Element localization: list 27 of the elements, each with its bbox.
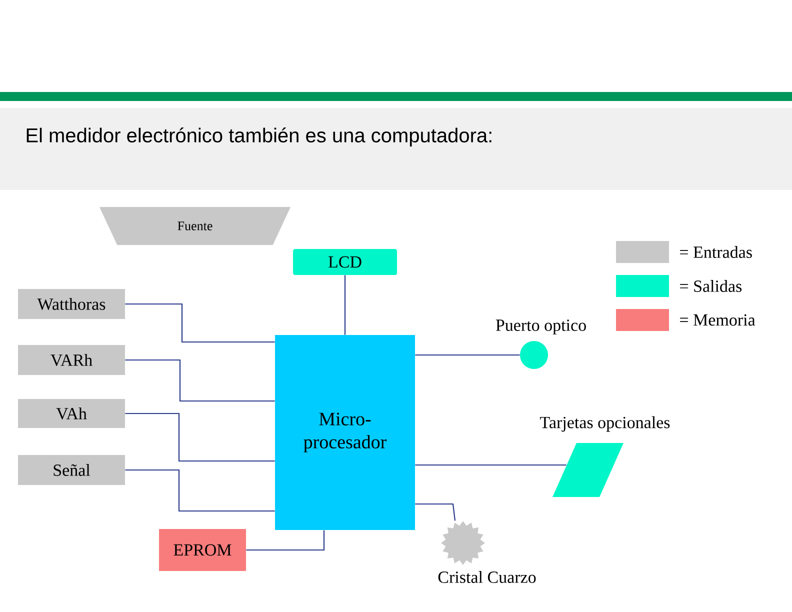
legend-label: = Memoria xyxy=(680,314,756,326)
legend-label: = Entradas xyxy=(680,246,752,258)
input-box: VAh xyxy=(18,399,125,428)
legend-label: = Salidas xyxy=(680,280,742,292)
connector-line xyxy=(125,303,275,343)
input-box: Señal xyxy=(18,455,125,485)
connector-line xyxy=(344,275,346,335)
connector-line xyxy=(415,354,520,356)
port-circle xyxy=(520,341,548,369)
input-box: VARh xyxy=(18,345,125,375)
connector-line xyxy=(246,530,325,551)
connector-line xyxy=(125,469,275,512)
connector-line xyxy=(415,464,566,466)
input-box: Watthoras xyxy=(18,289,125,319)
connector-line xyxy=(125,412,275,462)
card-parallelogram xyxy=(552,443,624,497)
memory-box: EPROM xyxy=(159,529,246,571)
connector-line xyxy=(415,503,456,521)
node-caption: Cristal Cuarzo xyxy=(438,571,536,583)
processor-box: Micro- procesador xyxy=(275,335,415,530)
connector-line xyxy=(125,359,275,402)
node-caption: Tarjetas opcionales xyxy=(540,416,670,432)
source-trapezoid: Fuente xyxy=(99,207,291,245)
crystal-star xyxy=(441,521,485,565)
title: El medidor electrónico también es una computadora: xyxy=(26,128,492,146)
node-caption: Puerto optico xyxy=(496,320,586,334)
output-box: LCD xyxy=(293,249,397,275)
